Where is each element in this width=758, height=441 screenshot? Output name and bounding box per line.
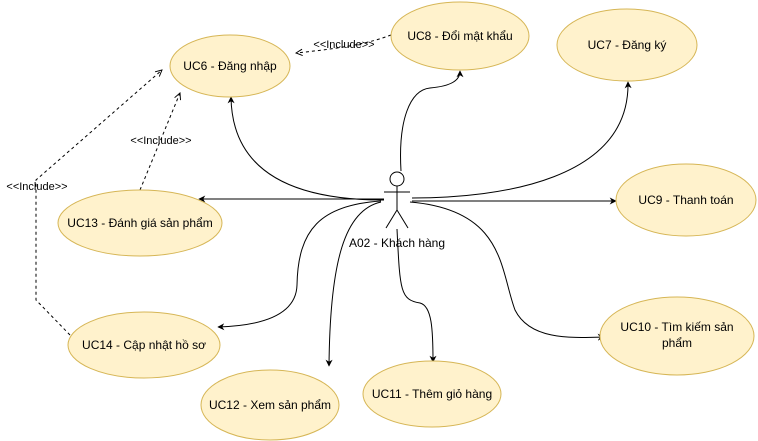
association-uc6	[227, 96, 385, 201]
association-uc11	[396, 228, 437, 363]
use-case-label: UC9 - Thanh toán	[638, 193, 733, 207]
actor-khach-hang[interactable]: A02 - Khách hàng	[349, 171, 445, 250]
use-case-label: UC14 - Cập nhật hồ sơ	[82, 338, 206, 352]
use-case-uc6[interactable]: UC6 - Đăng nhập	[169, 34, 291, 98]
use-case-uc8[interactable]: UC8 - Đổi mật khẩu	[390, 1, 530, 71]
use-case-uc9[interactable]: UC9 - Thanh toán	[615, 163, 757, 237]
include-label-uc14: <<Include>>	[6, 181, 67, 193]
include-uc8-uc6	[296, 34, 392, 53]
use-case-uc12[interactable]: UC12 - Xem sản phẩm	[200, 369, 340, 441]
use-case-uc10[interactable]: UC10 - Tìm kiếm sản phẩm	[599, 296, 755, 376]
use-case-uc11[interactable]: UC11 - Thêm giỏ hàng	[362, 360, 502, 428]
actor-label: A02 - Khách hàng	[349, 236, 445, 250]
association-uc12	[325, 201, 382, 367]
actor-right-leg	[396, 209, 409, 229]
include-relations: <<Include>> <<Include>> <<Include>>	[6, 34, 392, 336]
use-case-label: UC12 - Xem sản phẩm	[209, 398, 331, 412]
include-label-uc8: <<Include>>	[313, 39, 374, 51]
association-uc10	[409, 201, 605, 341]
use-case-uc7[interactable]: UC7 - Đăng ký	[556, 8, 698, 82]
actor-head	[389, 171, 405, 187]
association-uc7	[411, 81, 632, 199]
include-label-uc13: <<Include>>	[130, 135, 191, 147]
actor-left-leg	[385, 209, 398, 229]
use-case-label: UC11 - Thêm giỏ hàng	[372, 387, 492, 401]
use-case-label: UC13 - Đánh giá sản phẩm	[67, 216, 212, 230]
association-uc8	[400, 70, 464, 172]
use-case-uc14[interactable]: UC14 - Cập nhật hồ sơ	[67, 311, 221, 379]
use-case-uc13[interactable]: UC13 - Đánh giá sản phẩm	[57, 189, 223, 257]
association-lines	[198, 70, 632, 367]
use-case-label-line-1: UC10 - Tìm kiếm sản	[620, 320, 733, 334]
use-case-label: UC6 - Đăng nhập	[183, 59, 277, 73]
use-case-label-line-2: phẩm	[662, 336, 692, 350]
association-uc14	[217, 200, 382, 331]
include-uc14-uc6	[35, 70, 162, 336]
use-case-label: UC8 - Đổi mật khẩu	[407, 29, 512, 43]
use-case-label: UC7 - Đăng ký	[588, 38, 667, 52]
